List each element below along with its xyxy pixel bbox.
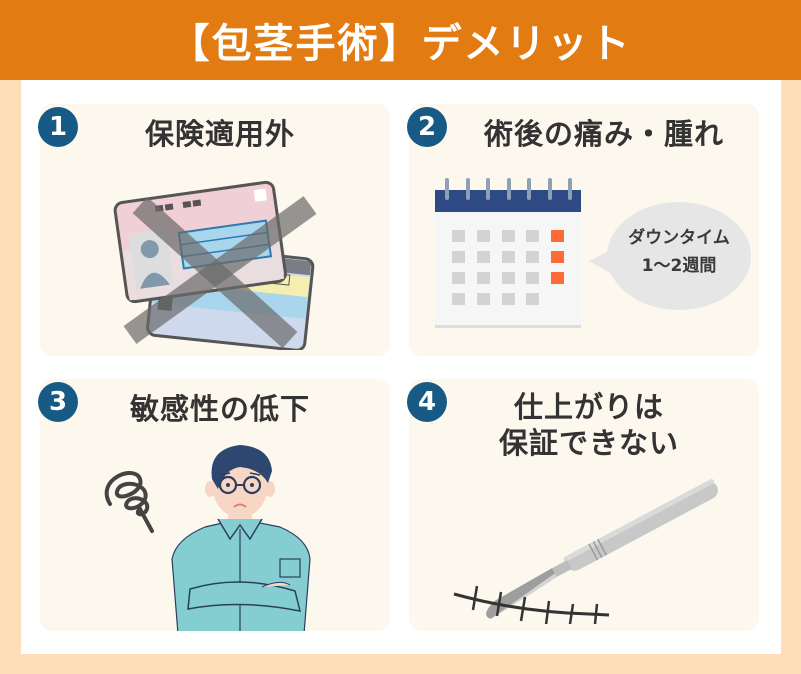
- insurance-cards-crossed-icon: [113, 180, 317, 350]
- card-title: 術後の痛み・腫れ: [483, 117, 724, 151]
- number-badge-1: 1: [38, 107, 78, 147]
- downtime-label: ダウンタイム: [628, 228, 730, 248]
- card-title: 保険適用外: [144, 117, 295, 151]
- card-title: 敏感性の低下: [129, 392, 310, 426]
- page-header: 【包茎手術】デメリット: [0, 0, 801, 80]
- downtime-duration: 1～2週間: [641, 256, 717, 276]
- card-title-line2: 保証できない: [498, 426, 679, 460]
- calendar-icon: [435, 178, 581, 328]
- number-badge-4: 4: [407, 382, 447, 422]
- card-result-not-guaranteed: 仕上がりは 保証できない: [409, 379, 759, 631]
- number-badge-3: 3: [38, 382, 78, 422]
- card-insurance: 保険適用外: [40, 104, 390, 356]
- card-title-line1: 仕上がりは: [513, 390, 664, 424]
- page-title: 【包茎手術】デメリット: [169, 21, 632, 67]
- card-pain-swelling: 術後の痛み・腫れ ダウンタイム 1～2週間: [409, 104, 759, 356]
- speech-bubble-icon: [589, 202, 751, 310]
- scalpel-stitches-icon: [453, 479, 718, 624]
- number-badge-2: 2: [407, 107, 447, 147]
- card-sensitivity: 敏感性の低下: [40, 379, 390, 631]
- worried-man-icon: [104, 445, 311, 631]
